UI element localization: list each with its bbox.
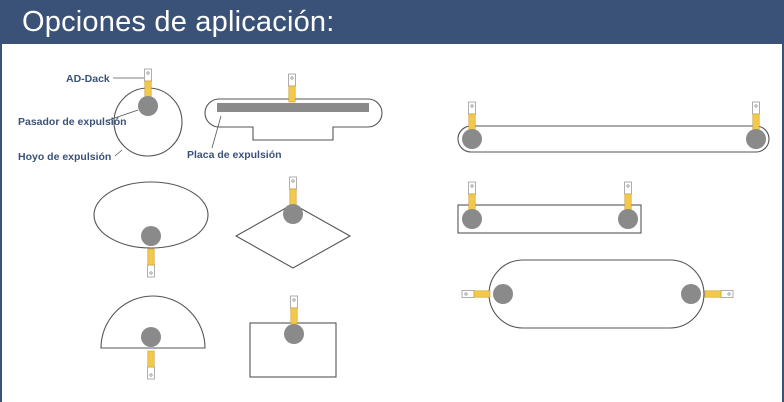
ellipse-actuator bbox=[147, 248, 155, 278]
leader-line-pasador bbox=[105, 109, 139, 122]
long-capsule-pin-left bbox=[462, 129, 482, 149]
plate-outline bbox=[204, 98, 383, 141]
label-hoyo: Hoyo de expulsión bbox=[18, 151, 111, 163]
left-border bbox=[0, 44, 2, 402]
stadium-actuator-right bbox=[704, 290, 734, 298]
stadium-outline bbox=[488, 259, 705, 329]
title-bar: Opciones de aplicación: bbox=[0, 0, 784, 44]
stadium-pin-right bbox=[681, 284, 701, 304]
label-placa: Placa de expulsión bbox=[187, 149, 282, 161]
rectangle-diagram bbox=[249, 295, 337, 378]
rectangle-pin bbox=[284, 324, 304, 344]
ejector-plate bbox=[217, 103, 369, 112]
long-capsule-outline bbox=[457, 125, 770, 153]
two-pin-rectangle-actuator-right bbox=[624, 181, 632, 211]
right-border bbox=[782, 44, 784, 402]
label-pasador: Pasador de expulsión bbox=[18, 116, 127, 128]
leader-line-hoyo bbox=[114, 149, 123, 157]
rectangle-actuator bbox=[290, 295, 298, 325]
label-ad-dack: AD-Dack bbox=[66, 73, 110, 85]
diamond-actuator bbox=[289, 176, 297, 206]
slide-title: Opciones de aplicación: bbox=[22, 6, 335, 38]
semicircle-diagram bbox=[100, 295, 206, 380]
ellipse-diagram bbox=[93, 181, 209, 278]
semicircle-outline bbox=[100, 295, 206, 349]
semicircle-pin bbox=[141, 327, 161, 347]
two-pin-rectangle-pin-left bbox=[462, 209, 482, 229]
diamond-diagram bbox=[234, 176, 352, 269]
stadium-actuator-left bbox=[461, 290, 491, 298]
ellipse-pin bbox=[141, 226, 161, 246]
ellipse-outline bbox=[93, 181, 209, 249]
stadium-pin-left bbox=[493, 284, 513, 304]
diamond-outline bbox=[234, 203, 352, 269]
ejector-pin bbox=[138, 96, 158, 116]
two-pin-rectangle-actuator-left bbox=[468, 181, 476, 211]
plate-actuator bbox=[288, 73, 296, 103]
long-capsule-pin-right bbox=[746, 129, 766, 149]
long-capsule-diagram bbox=[457, 101, 770, 153]
long-capsule-actuator-left bbox=[468, 101, 476, 131]
two-pin-rectangle-outline bbox=[457, 204, 642, 234]
plate-diagram: Placa de expulsión bbox=[187, 73, 383, 161]
two-pin-rectangle-pin-right bbox=[618, 209, 638, 229]
diamond-pin bbox=[283, 204, 303, 224]
long-capsule-actuator-right bbox=[752, 101, 760, 131]
stadium-diagram bbox=[461, 259, 734, 329]
semicircle-actuator bbox=[147, 350, 155, 380]
circle-diagram: AD-Dack Pasador de expulsión Hoyo de exp… bbox=[18, 68, 183, 163]
two-pin-rectangle-diagram bbox=[457, 181, 642, 234]
ad-dack-actuator bbox=[144, 68, 152, 98]
leader-line-placa bbox=[211, 115, 222, 149]
